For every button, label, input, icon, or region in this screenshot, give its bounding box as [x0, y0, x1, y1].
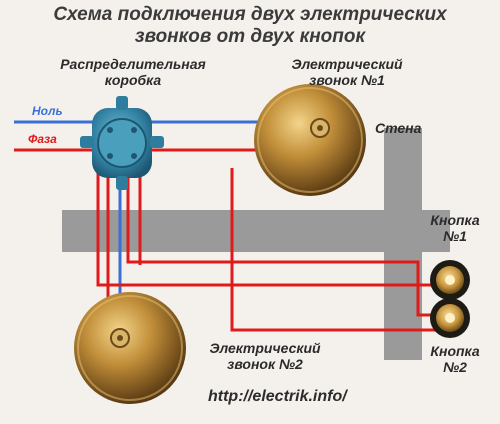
button-1-label: Кнопка №1	[430, 212, 480, 244]
bell-1-label: Электрический звонок №1	[291, 56, 403, 88]
button-2-label: Кнопка №2	[430, 343, 480, 375]
title-line-1: Схема подключения двух электрических	[53, 4, 447, 25]
watermark-url: http://electrik.info/	[208, 388, 347, 405]
neutral-label: Ноль	[32, 104, 63, 118]
bell-1-icon	[254, 84, 366, 196]
diagram-title: Схема подключения двух электрических зво…	[0, 4, 500, 48]
button-2-icon	[430, 298, 470, 338]
bell-2-icon	[74, 292, 186, 404]
wall-label: Стена	[375, 120, 422, 136]
title-line-2: звонков от двух кнопок	[134, 26, 366, 47]
bell-2-label: Электрический звонок №2	[209, 340, 321, 372]
junction-box-label: Распределительная коробка	[60, 56, 206, 88]
junction-box-icon	[80, 96, 164, 190]
phase-wires	[14, 145, 446, 332]
phase-label: Фаза	[28, 132, 57, 146]
button-1-icon	[430, 260, 470, 300]
